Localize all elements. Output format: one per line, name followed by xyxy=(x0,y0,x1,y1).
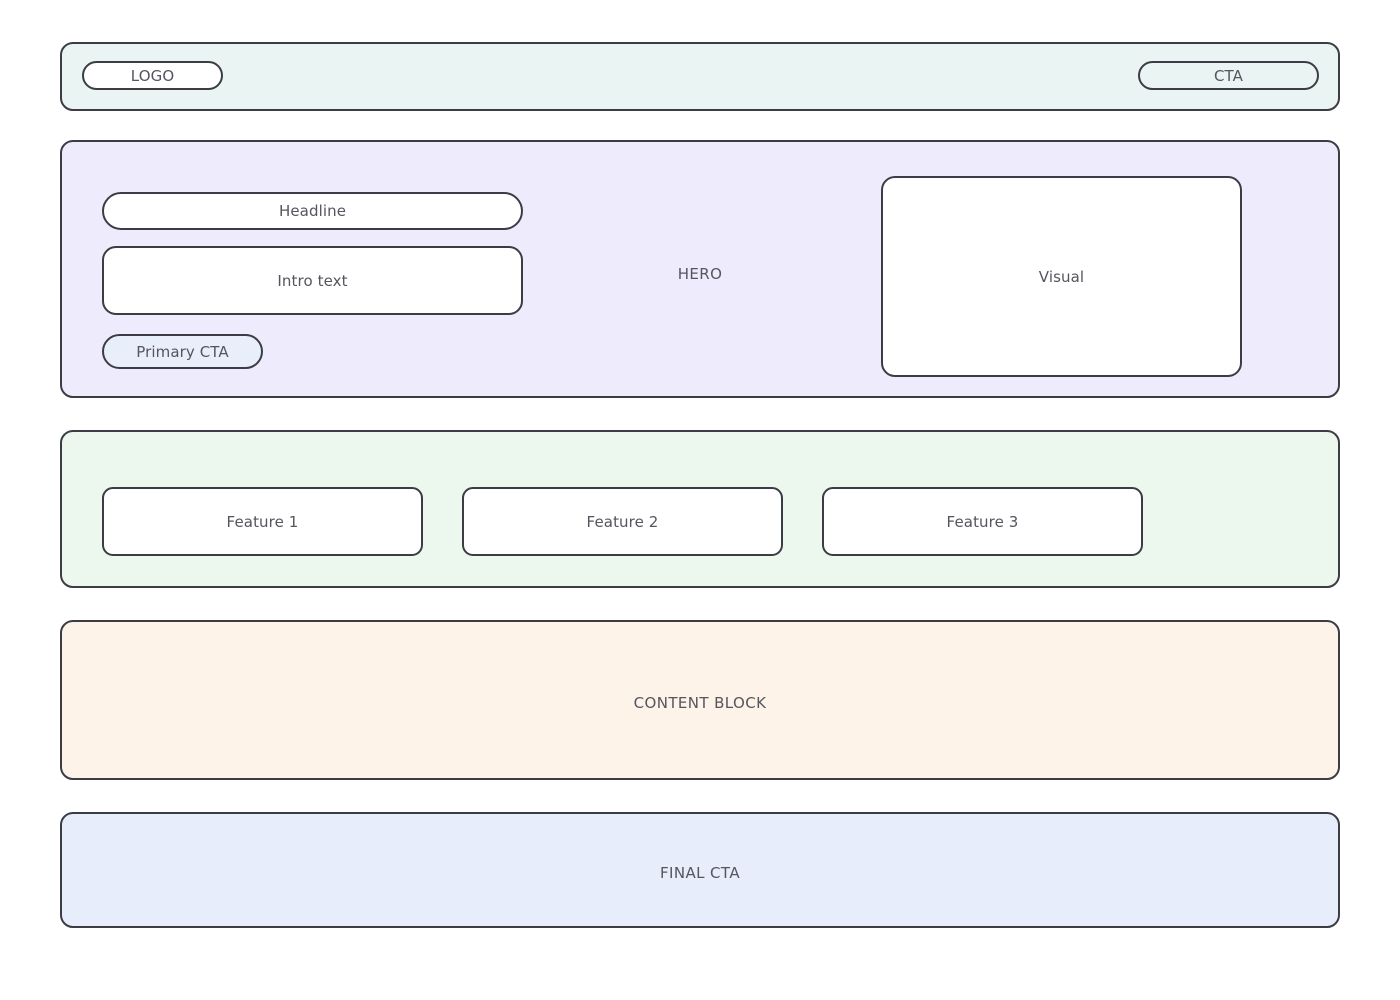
final-cta-section[interactable]: FINAL CTA xyxy=(60,812,1340,928)
header-cta-button[interactable]: CTA xyxy=(1138,61,1319,90)
content-block-section: CONTENT BLOCK xyxy=(60,620,1340,780)
hero-intro-label: Intro text xyxy=(277,271,348,290)
header-section: LOGO CTA xyxy=(60,42,1340,111)
logo-button[interactable]: LOGO xyxy=(82,61,223,90)
hero-headline-label: Headline xyxy=(278,202,347,220)
feature-card[interactable]: Feature 2 xyxy=(462,487,783,556)
header-cta-label: CTA xyxy=(1213,66,1244,85)
final-cta-label: FINAL CTA xyxy=(660,864,740,882)
features-section: Feature 1 Feature 2 Feature 3 xyxy=(60,430,1340,588)
feature-card-label: Feature 3 xyxy=(946,512,1019,531)
hero-visual-placeholder: Visual xyxy=(881,176,1242,377)
hero-primary-cta-label: Primary CTA xyxy=(136,342,229,361)
logo-label: LOGO xyxy=(130,66,175,85)
feature-card[interactable]: Feature 3 xyxy=(822,487,1143,556)
content-block-label: CONTENT BLOCK xyxy=(633,694,767,712)
hero-section: Headline Intro text Primary CTA HERO Vis… xyxy=(60,140,1340,398)
hero-primary-cta-button[interactable]: Primary CTA xyxy=(102,334,263,369)
feature-card-label: Feature 1 xyxy=(226,512,299,531)
feature-card[interactable]: Feature 1 xyxy=(102,487,423,556)
hero-headline-placeholder: Headline xyxy=(102,192,523,230)
hero-visual-label: Visual xyxy=(1038,267,1085,286)
hero-intro-placeholder: Intro text xyxy=(102,246,523,315)
feature-card-label: Feature 2 xyxy=(586,512,659,531)
